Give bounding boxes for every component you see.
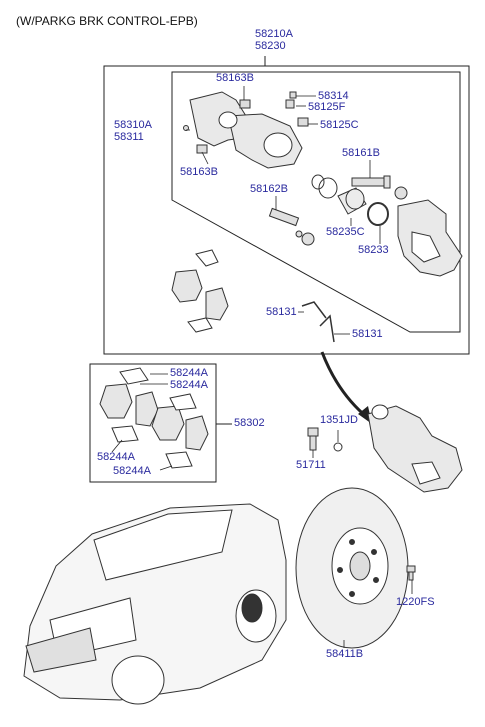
label-bolt-bottom: 58163B [180, 166, 218, 178]
label-shim-a4: 58244A [113, 465, 151, 477]
caliper-body-shape [189, 91, 303, 169]
label-bolt-top: 58163B [216, 72, 254, 84]
assembled-caliper-shape [367, 404, 463, 493]
diagram-header-note: (W/PARKG BRK CONTROL-EPB) [16, 14, 198, 28]
piston-shapes [311, 174, 389, 226]
label-spring-upper: 58131 [266, 306, 297, 318]
pad-kit-box [89, 363, 217, 483]
pad-set-kit [99, 367, 209, 469]
label-hose-bolt: 58125C [320, 119, 359, 131]
disc-rotor-shape [295, 487, 409, 649]
label-disc-screw: 1220FS [396, 596, 435, 608]
label-caliper-body-b: 58311 [114, 131, 144, 143]
connector-arrow [320, 351, 369, 420]
caliper-assembly-box [103, 65, 470, 355]
label-guide-rod-upper: 58161B [342, 147, 380, 159]
label-caliper-assembly-b: 58230 [255, 40, 286, 52]
pad-set-upper [171, 249, 229, 333]
label-bolt-mount: 51711 [296, 459, 326, 471]
caliper-inner-box [171, 71, 461, 333]
label-spring-lower: 58131 [352, 328, 383, 340]
disc-screw-shape [406, 565, 416, 581]
label-caliper-body-a: 58310A [114, 119, 152, 131]
vehicle-illustration [23, 503, 287, 705]
label-caliper-assembly-a: 58210A [255, 28, 293, 40]
label-disc: 58411B [326, 648, 364, 660]
leader-lines [111, 86, 413, 648]
label-bleeder-screw: 58314 [318, 90, 349, 102]
label-shim-a1: 58244A [170, 367, 208, 379]
carrier-bracket-shape [397, 199, 463, 277]
label-shim-a3: 58244A [97, 451, 135, 463]
bolt-shapes [183, 91, 309, 154]
mount-bolt-shapes [307, 427, 343, 452]
label-washer: 1351JD [320, 414, 358, 426]
spring-shapes [301, 301, 335, 343]
label-bleeder-cap: 58125F [308, 101, 346, 113]
label-piston: 58235C [326, 226, 365, 238]
label-guide-rod-lower: 58162B [250, 183, 288, 195]
label-shim-a2: 58244A [170, 379, 208, 391]
guide-rod-shapes [268, 175, 408, 246]
label-pad-kit: 58302 [234, 417, 265, 429]
label-piston-seal: 58233 [358, 244, 389, 256]
